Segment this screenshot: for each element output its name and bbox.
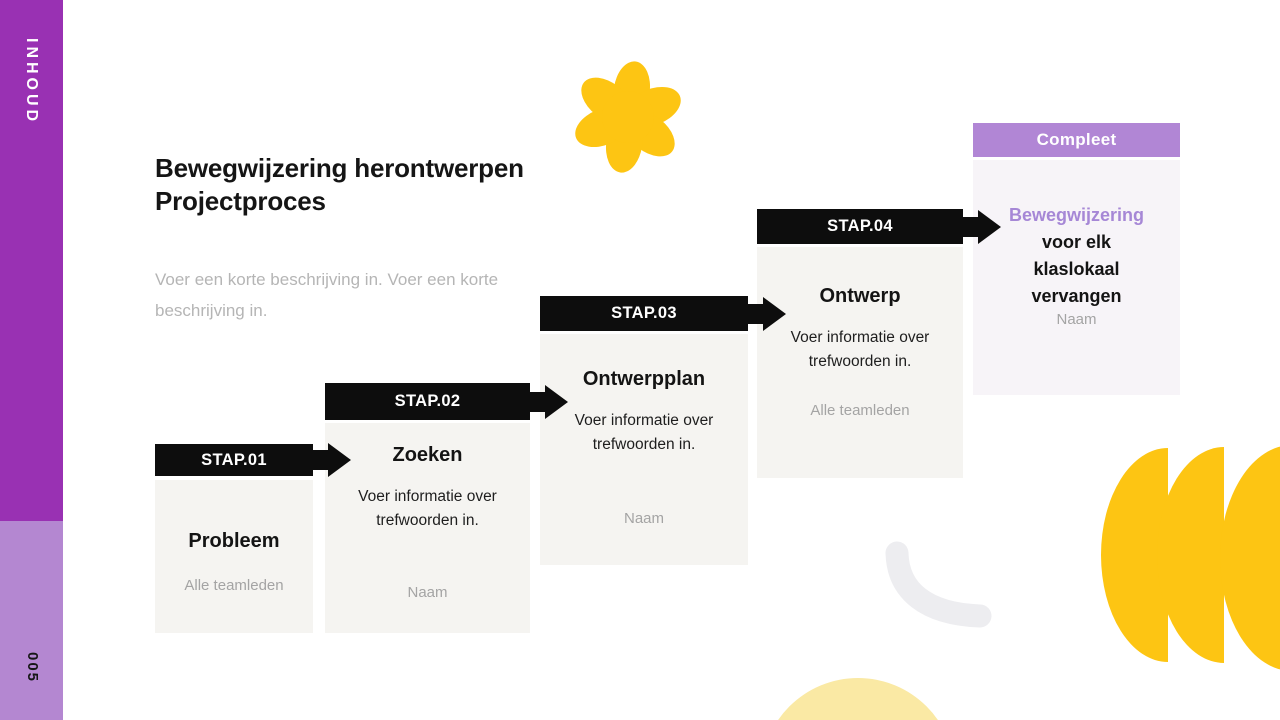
arrow-shaft <box>748 303 763 324</box>
slide-subtitle: Voer een korte beschrijving in. Voer een… <box>155 270 499 320</box>
arrow-head <box>763 296 786 331</box>
step-heading: Zoeken <box>392 444 463 466</box>
complete-result-rest: voor elk klaslokaal vervangen <box>1031 232 1122 306</box>
arrow-right-icon <box>313 443 351 477</box>
arrow-head <box>978 209 1001 244</box>
step-owner: Naam <box>407 584 448 601</box>
slide-title: Bewegwijzering herontwerpen Projectproce… <box>155 153 524 216</box>
step-card-complete: Bewegwijzering voor elk klaslokaal vervan… <box>973 160 1180 395</box>
step-owner: Naam <box>1056 311 1097 328</box>
arrow-shaft <box>313 450 328 470</box>
step-card-1: Probleem Alle teamleden <box>155 480 313 633</box>
step-description: Voer informatie over trefwoorden in. <box>574 412 714 453</box>
arrow-head <box>545 384 568 419</box>
arrow-right-icon <box>748 296 786 331</box>
arrow-right-icon <box>530 383 568 420</box>
step-owner: Alle teamleden <box>184 577 284 594</box>
step-banner-4: STAP.04 <box>757 209 963 244</box>
step-heading: Ontwerpplan <box>582 368 706 390</box>
step-heading: Probleem <box>188 530 280 552</box>
arrow-right-icon <box>963 209 1001 244</box>
complete-result-accent: Bewegwijzering <box>1008 205 1145 225</box>
sidebar-bottom-panel <box>0 521 63 720</box>
swoosh-shape <box>885 541 992 628</box>
step-card-2: Zoeken Voer informatie over trefwoorden … <box>325 423 530 633</box>
step-banner-complete-label: Compleet <box>1036 130 1117 149</box>
page-number: 005 <box>24 652 41 684</box>
step-banner-4-label: STAP.04 <box>827 217 893 235</box>
step-owner: Alle teamleden <box>810 402 910 419</box>
step-banner-2-label: STAP.02 <box>394 392 461 410</box>
step-banner-1: STAP.01 <box>155 444 313 476</box>
step-description: Voer informatie over trefwoorden in. <box>358 488 497 529</box>
step-banner-complete: Compleet <box>973 123 1180 157</box>
step-banner-3-label: STAP.03 <box>611 304 677 322</box>
step-owner: Naam <box>623 510 664 527</box>
arrow-shaft <box>530 391 545 412</box>
step-card-4: Ontwerp Voer informatie over trefwoorden… <box>757 247 963 478</box>
step-banner-3: STAP.03 <box>540 296 748 331</box>
step-card-3: Ontwerpplan Voer informatie over trefwoo… <box>540 334 748 565</box>
arrow-head <box>328 443 351 477</box>
complete-result-title: Bewegwijzering voor elk klaslokaal vervan… <box>1009 202 1145 310</box>
pale-circle-shape <box>778 678 938 720</box>
step-banner-1-label: STAP.01 <box>201 450 267 469</box>
step-banner-2: STAP.02 <box>325 383 530 420</box>
step-heading: Ontwerp <box>819 285 901 307</box>
step-description: Voer informatie over trefwoorden in. <box>790 329 930 370</box>
crescent-shapes <box>1101 446 1280 670</box>
sidebar-label: INHOUD <box>23 38 40 126</box>
arrow-shaft <box>963 216 978 237</box>
sidebar: INHOUD 005 <box>0 0 63 720</box>
